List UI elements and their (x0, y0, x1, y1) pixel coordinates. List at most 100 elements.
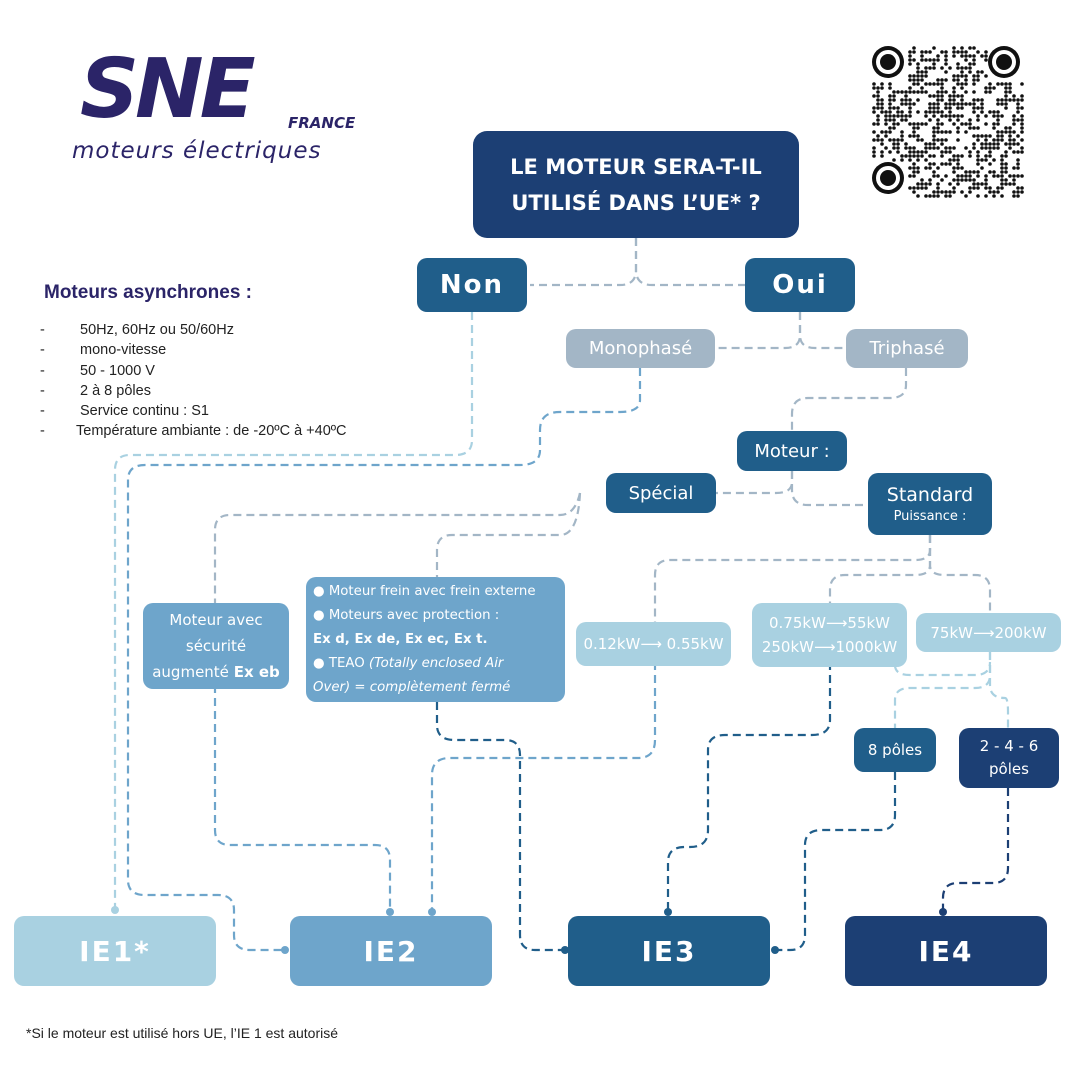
qr-dot (992, 170, 996, 174)
qr-dot (932, 170, 936, 174)
qr-dot (936, 122, 940, 126)
qr-dot (912, 174, 916, 178)
qr-dot (912, 190, 916, 194)
qr-dot (936, 78, 940, 82)
qr-dot (956, 74, 960, 78)
qr-dot (964, 82, 968, 86)
qr-dot (916, 166, 920, 170)
qr-code[interactable] (872, 46, 1024, 198)
qr-dot (876, 86, 880, 90)
special-item: Over) = complètement fermé (313, 679, 511, 695)
qr-dot (1016, 162, 1020, 166)
connector-exlist (435, 492, 582, 577)
qr-dot (944, 102, 948, 106)
qr-dot (928, 50, 932, 54)
qr-dot (924, 142, 928, 146)
qr-dot (940, 86, 944, 90)
qr-dot (928, 178, 932, 182)
answer-oui: Oui (745, 258, 855, 312)
qr-dot (912, 154, 916, 158)
qr-dot (900, 154, 904, 158)
qr-dot (932, 62, 936, 66)
qr-dot (972, 54, 976, 58)
qr-dot (1020, 94, 1024, 98)
qr-dot (948, 118, 952, 122)
qr-dot (936, 130, 940, 134)
qr-dot (952, 190, 956, 194)
qr-dot (912, 130, 916, 134)
qr-dot (908, 174, 912, 178)
securite-box: Moteur avec sécurité augmenté Ex eb (143, 603, 289, 689)
qr-dot (976, 78, 980, 82)
qr-dot (964, 194, 968, 198)
specs-list: -50Hz, 60Hz ou 50/60Hz -mono-vitesse -50… (40, 320, 347, 442)
special-list-box: ● Moteur frein avec frein externe ● Mote… (306, 577, 565, 702)
qr-dot (900, 134, 904, 138)
qr-dot (976, 118, 980, 122)
qr-dot (960, 106, 964, 110)
qr-dot (916, 78, 920, 82)
qr-dot (940, 142, 944, 146)
qr-dot (888, 106, 892, 110)
qr-dot (956, 106, 960, 110)
qr-dot (924, 122, 928, 126)
qr-dot (972, 142, 976, 146)
qr-dot (944, 194, 948, 198)
qr-dot (1000, 170, 1004, 174)
qr-dot (920, 86, 924, 90)
qr-dot (980, 142, 984, 146)
poles-8-box: 8 pôles (854, 728, 936, 772)
spec-item: -mono-vitesse (40, 342, 167, 359)
qr-dot (952, 170, 956, 174)
standard-title: Standard (886, 484, 974, 506)
securite-line: augmenté Ex eb (152, 663, 280, 681)
qr-dot (952, 114, 956, 118)
qr-dot (916, 126, 920, 130)
qr-dot (1016, 102, 1020, 106)
qr-dot (1012, 194, 1016, 198)
qr-dot (996, 102, 1000, 106)
qr-dot (1000, 134, 1004, 138)
qr-dot (972, 82, 976, 86)
qr-dot (924, 90, 928, 94)
qr-dot (916, 122, 920, 126)
qr-dot (980, 166, 984, 170)
qr-dot (960, 66, 964, 70)
qr-dot (912, 150, 916, 154)
qr-dot (992, 142, 996, 146)
qr-dot (1000, 166, 1004, 170)
qr-dot (976, 98, 980, 102)
qr-dot (976, 194, 980, 198)
qr-dot (944, 138, 948, 142)
qr-dot (972, 46, 976, 50)
qr-dot (940, 50, 944, 54)
qr-dot (916, 62, 920, 66)
qr-dot (900, 114, 904, 118)
qr-dot (968, 190, 972, 194)
qr-dot (908, 58, 912, 62)
qr-dot (884, 110, 888, 114)
qr-dot (932, 142, 936, 146)
qr-dot (912, 134, 916, 138)
triphase-box: Triphasé (846, 329, 968, 368)
qr-dot (1012, 94, 1016, 98)
qr-dot (972, 58, 976, 62)
qr-dot (928, 118, 932, 122)
qr-dot (948, 190, 952, 194)
qr-dot (932, 162, 936, 166)
qr-dot (948, 94, 952, 98)
qr-dot (1020, 98, 1024, 102)
qr-dot (960, 86, 964, 90)
qr-dot (972, 134, 976, 138)
qr-dot (1016, 118, 1020, 122)
qr-dot (952, 94, 956, 98)
qr-dot (1000, 154, 1004, 158)
qr-dot (976, 174, 980, 178)
qr-dot (932, 138, 936, 142)
qr-dot (892, 90, 896, 94)
qr-dot (920, 58, 924, 62)
qr-dot (888, 138, 892, 142)
qr-dot (940, 78, 944, 82)
qr-dot (912, 122, 916, 126)
qr-dot (912, 186, 916, 190)
